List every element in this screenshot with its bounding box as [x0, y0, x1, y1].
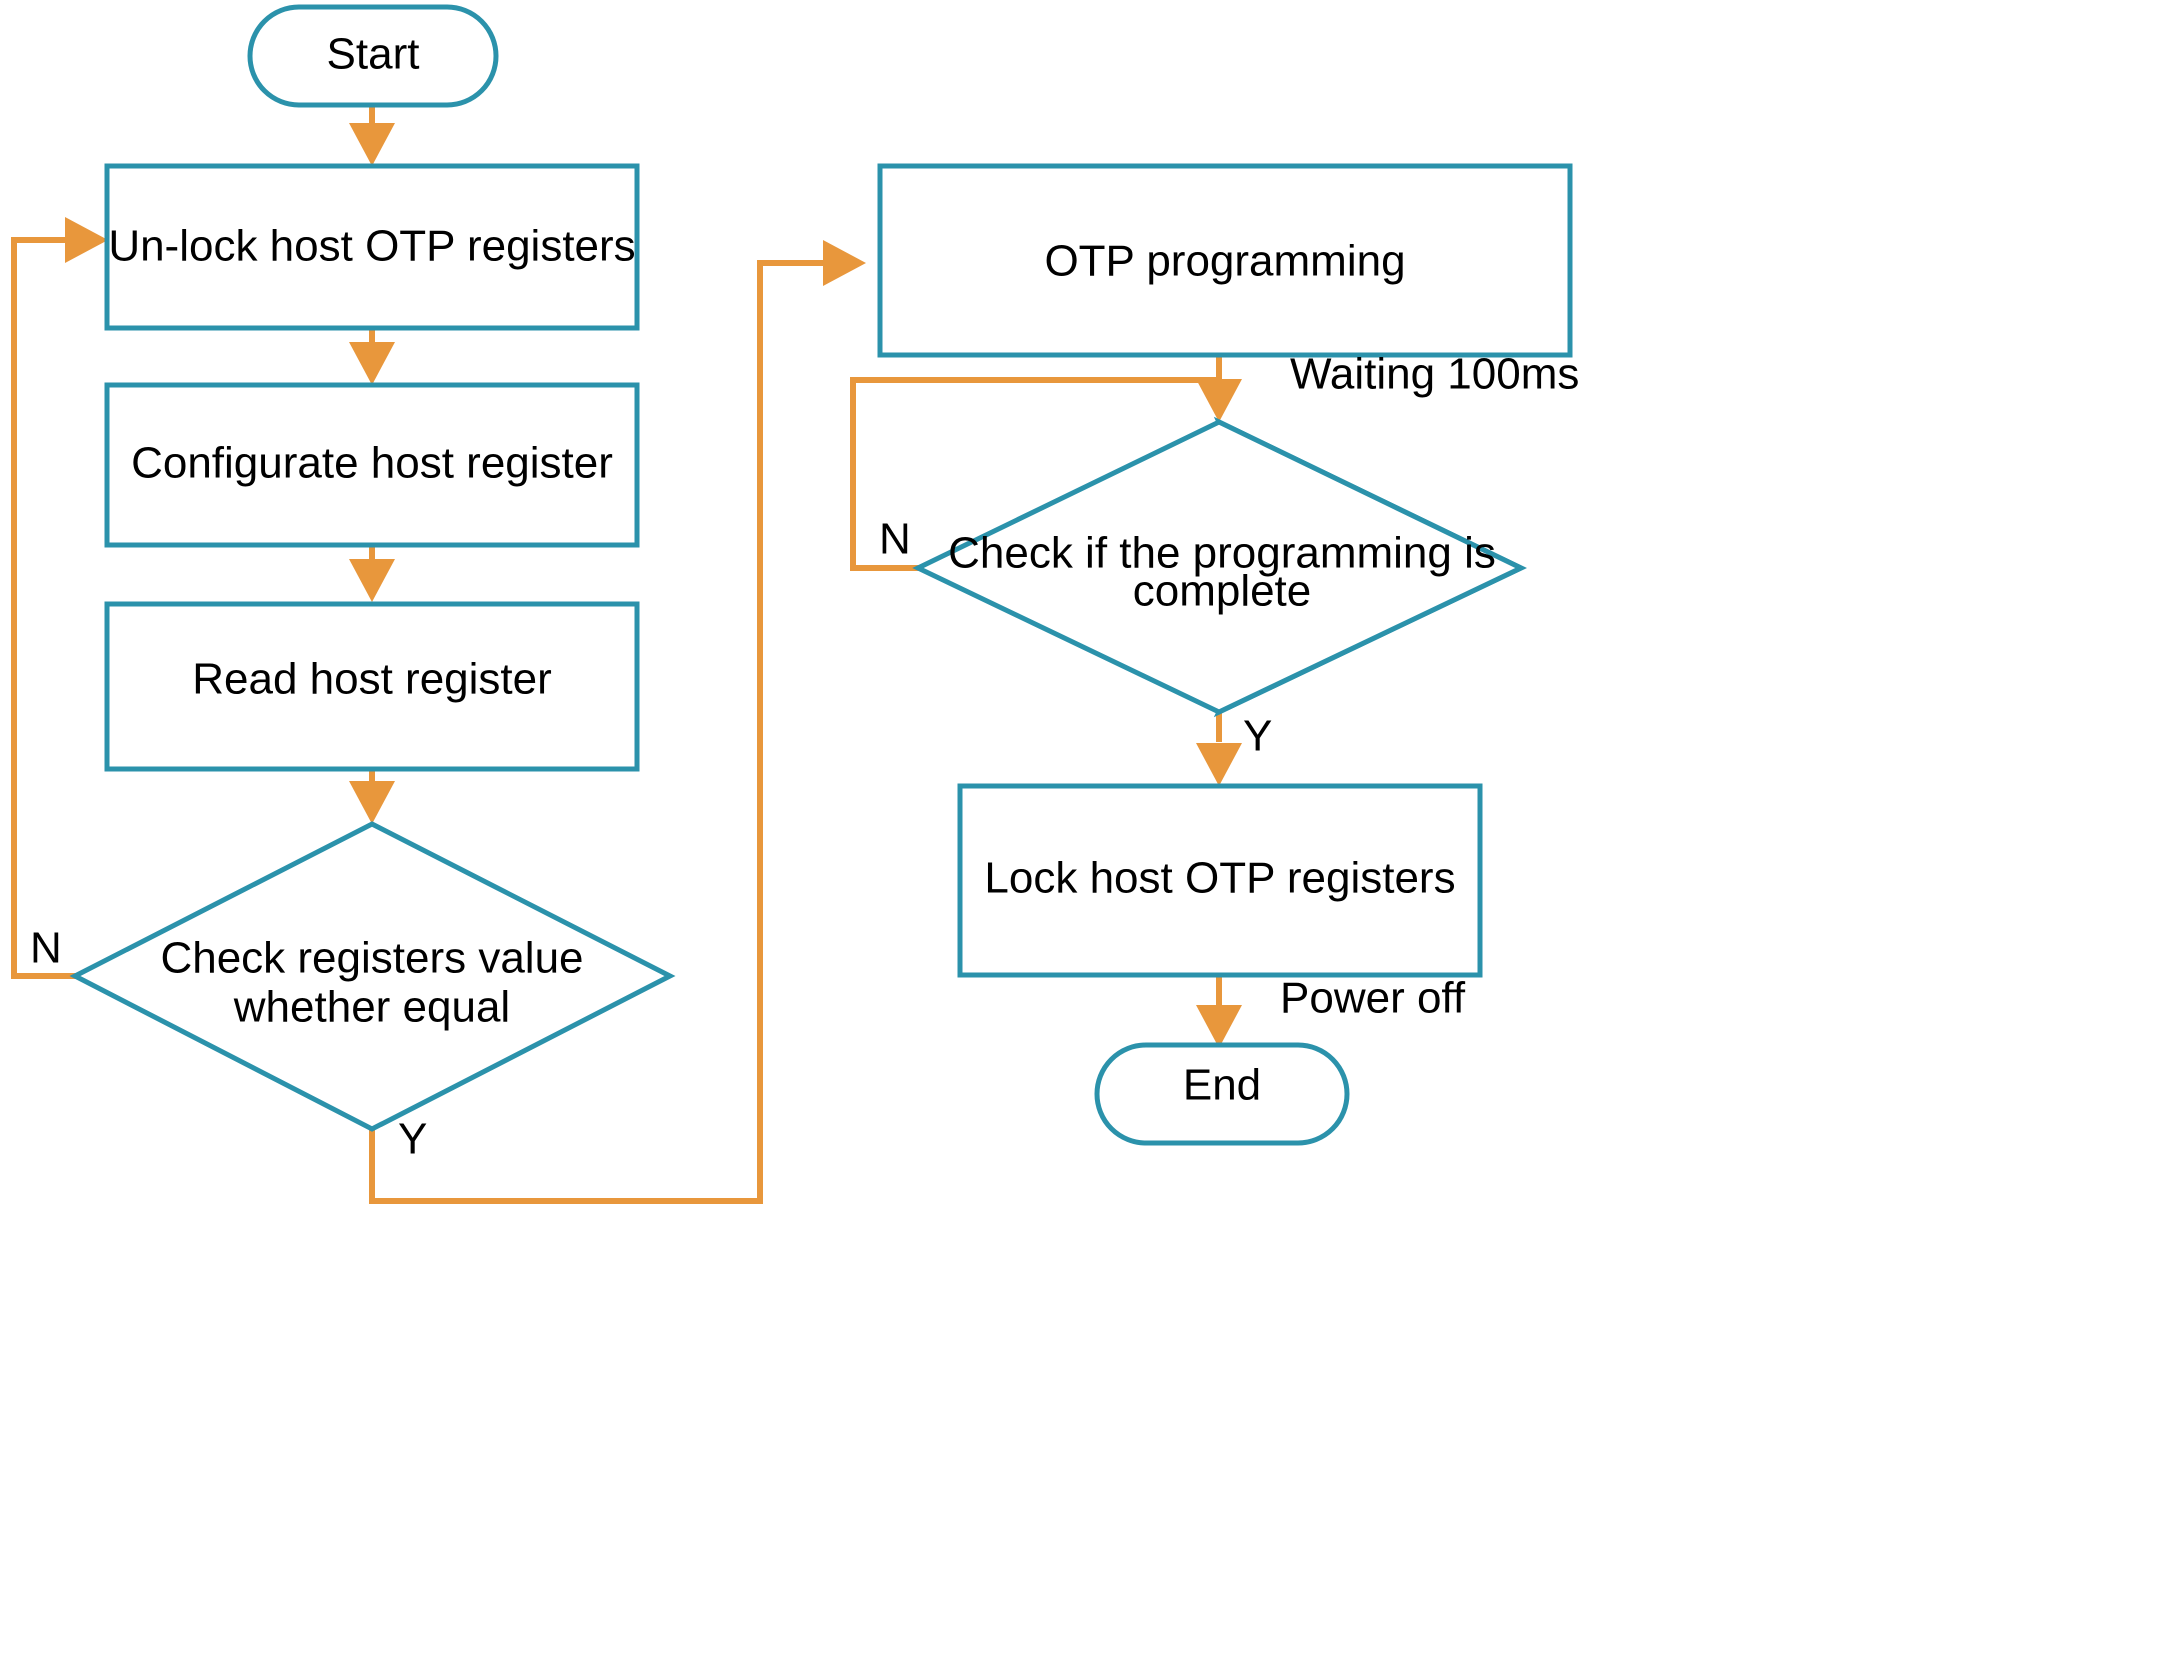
node-check-registers-equal-line2: whether equal [233, 983, 510, 1032]
node-lock-registers[interactable]: Lock host OTP registers [957, 783, 1483, 978]
node-unlock-registers-label: Un-lock host OTP registers [108, 222, 635, 271]
node-configurate-register[interactable]: Configurate host register [104, 382, 640, 548]
node-end[interactable]: End [1094, 1042, 1350, 1146]
node-read-register[interactable]: Read host register [104, 601, 640, 772]
edge-label-waiting-100ms: Waiting 100ms [1290, 350, 1579, 399]
edge-label-check-equal-no: N [30, 924, 62, 973]
edge-check-equal-no-loop [11, 217, 108, 979]
node-lock-registers-label: Lock host OTP registers [984, 854, 1455, 903]
edge-label-check-complete-yes: Y [1243, 712, 1272, 761]
node-otp-programming[interactable]: OTP programming [877, 163, 1573, 358]
edge-label-check-equal-yes: Y [398, 1115, 427, 1164]
node-configurate-register-label: Configurate host register [131, 439, 613, 488]
edge-label-check-complete-no: N [879, 515, 911, 564]
edge-read-to-check-equal [349, 769, 395, 824]
node-check-programming-complete-line2: complete [1133, 567, 1312, 616]
node-unlock-registers[interactable]: Un-lock host OTP registers [104, 163, 640, 331]
node-check-registers-equal-line1: Check registers value [160, 934, 583, 983]
node-otp-programming-label: OTP programming [1044, 237, 1405, 286]
edge-start-to-unlock [349, 105, 395, 166]
node-start[interactable]: Start [247, 4, 499, 108]
edge-check-complete-yes-to-lock [1196, 712, 1242, 786]
node-read-register-label: Read host register [192, 655, 552, 704]
node-start-label: Start [327, 30, 420, 79]
edge-otp-to-check-complete [1196, 355, 1242, 422]
node-check-registers-equal[interactable]: Check registers value whether equal [69, 821, 676, 1132]
edge-check-equal-yes-to-otp [369, 240, 866, 1204]
edge-configurate-to-read [349, 545, 395, 602]
node-end-label: End [1183, 1061, 1261, 1110]
edge-label-power-off: Power off [1280, 974, 1466, 1023]
node-check-programming-complete-line1: Check if the programming is [948, 529, 1496, 578]
edge-lock-to-end [1196, 975, 1242, 1048]
edge-unlock-to-configurate [349, 328, 395, 385]
node-check-programming-complete[interactable]: Check if the programming is complete [912, 416, 1527, 718]
